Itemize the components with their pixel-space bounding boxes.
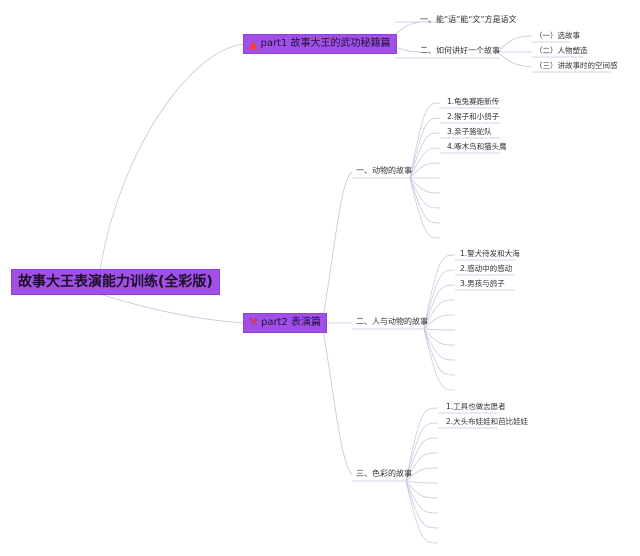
part2-node[interactable]: ⚒ part2 表演篇: [244, 314, 327, 332]
branch-label: 二、如何讲好一个故事: [420, 46, 500, 55]
leaf-node[interactable]: 4.啄木鸟和猫头鹰: [447, 143, 507, 151]
branch-label: 一、动物的故事: [356, 166, 412, 175]
leaf-node[interactable]: 1.龟兔赛跑新传: [447, 98, 499, 106]
leaf-node[interactable]: 2.大头布娃娃和芭比娃娃: [446, 418, 528, 426]
leaf-node[interactable]: 1.警犬待发和大海: [460, 250, 520, 258]
branch-node[interactable]: 一、动物的故事: [356, 167, 412, 175]
branch-label: 二、人与动物的故事: [356, 317, 428, 326]
hammer-icon: ⚒: [249, 317, 258, 328]
part1-node[interactable]: ▲ part1 故事大王的武功秘籍篇: [244, 35, 396, 53]
leaf-label: 2.大头布娃娃和芭比娃娃: [446, 417, 529, 426]
leaf-label: 1.警犬待发和大海: [460, 249, 520, 258]
leaf-label: 1.龟兔赛跑新传: [447, 97, 500, 106]
leaf-node[interactable]: 3.男孩与鸽子: [460, 280, 505, 288]
root-label: 故事大王表演能力训练(全彩版): [18, 274, 213, 290]
leaf-label: （二）人物塑造: [535, 46, 588, 55]
branch-node[interactable]: 三、色彩的故事: [356, 470, 412, 478]
branch-label: 三、色彩的故事: [356, 469, 412, 478]
leaf-node[interactable]: 2.猴子和小鸽子: [447, 113, 499, 121]
leaf-node[interactable]: 1.工具也做志愿者: [446, 403, 506, 411]
leaf-label: 2.感动中的感动: [460, 264, 513, 273]
leaf-label: 3.亲子骆驼队: [447, 127, 492, 136]
leaf-label: （三）讲故事时的空间感: [535, 61, 618, 70]
leaf-label: 4.啄木鸟和猫头鹰: [447, 142, 507, 151]
branch-node[interactable]: 二、人与动物的故事: [356, 318, 428, 326]
leaf-label: 2.猴子和小鸽子: [447, 112, 500, 121]
leaf-node[interactable]: （二）人物塑造: [535, 47, 588, 55]
leaf-label: （一）选故事: [535, 31, 580, 40]
branch-label: 一、能“语”能“文”方是语文: [420, 15, 517, 24]
leaf-node[interactable]: （一）选故事: [535, 32, 580, 40]
leaf-node[interactable]: 3.亲子骆驼队: [447, 128, 492, 136]
part2-label: part2 表演篇: [260, 317, 322, 328]
root-node[interactable]: 故事大王表演能力训练(全彩版): [12, 270, 219, 294]
leaf-label: 3.男孩与鸽子: [460, 279, 505, 288]
leaf-node[interactable]: 2.感动中的感动: [460, 265, 512, 273]
part1-label: part1 故事大王的武功秘籍篇: [260, 38, 391, 49]
branch-node[interactable]: 二、如何讲好一个故事: [420, 47, 500, 55]
flame-icon: ▲: [249, 37, 258, 51]
leaf-node[interactable]: （三）讲故事时的空间感: [535, 62, 618, 70]
branch-node[interactable]: 一、能“语”能“文”方是语文: [420, 16, 517, 24]
leaf-label: 1.工具也做志愿者: [446, 402, 506, 411]
